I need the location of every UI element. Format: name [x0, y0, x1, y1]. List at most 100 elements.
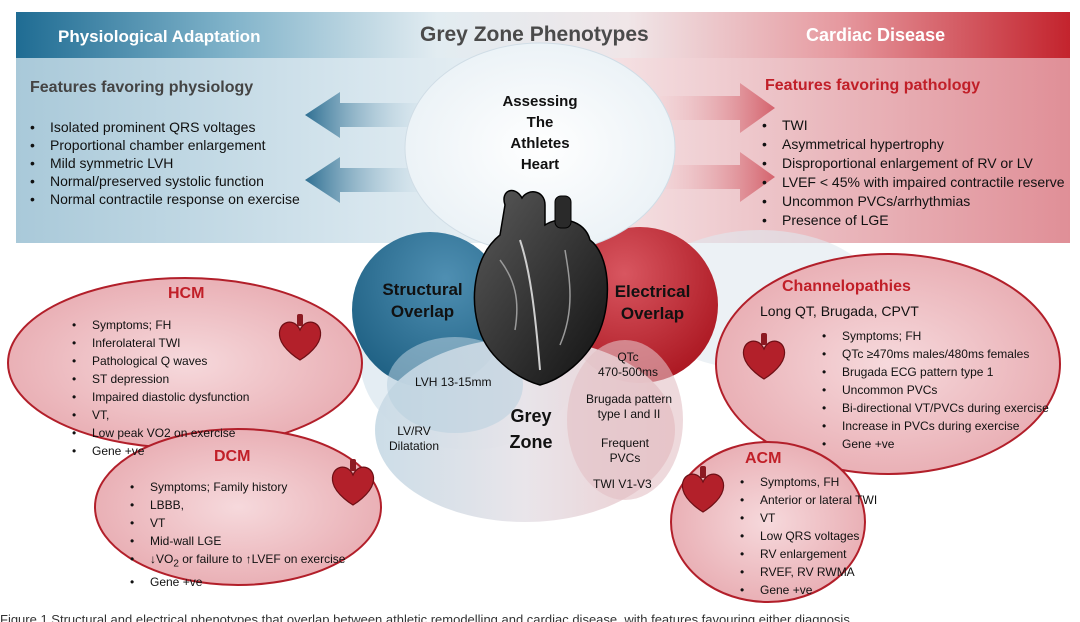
acm-heart-icon	[681, 466, 725, 513]
center-title: Assessing The Athletes Heart	[470, 91, 610, 175]
pathology-item: Disproportional enlargement of RV or LV	[762, 154, 1072, 173]
hcm-item: Low peak VO2 on exercise	[72, 424, 302, 442]
pathology-item: Presence of LGE	[762, 211, 1072, 230]
banner-right-label: Cardiac Disease	[806, 25, 946, 45]
vo2-subscript: 2	[173, 558, 179, 570]
qtc-label: QTc 470-500ms	[580, 350, 676, 380]
freq-line: Frequent	[600, 436, 650, 450]
acm-item: VT	[740, 509, 890, 527]
lvh-overlap	[387, 337, 523, 433]
pathology-heading: Features favoring pathology	[765, 77, 981, 94]
brugada-label: Brugada pattern type I and II	[573, 392, 685, 422]
brugada-line: Brugada pattern	[585, 392, 673, 406]
hcm-item: Symptoms; FH	[72, 316, 302, 334]
grey-zone-label: Grey Zone	[496, 403, 566, 455]
lvh-label: LVH 13-15mm	[415, 375, 492, 389]
acm-title: ACM	[745, 450, 782, 467]
dcm-item: VT	[130, 514, 380, 532]
channelopathies-heart-icon	[742, 333, 786, 380]
channelopathies-item: Increase in PVCs during exercise	[822, 417, 1062, 435]
qtc-line: 470-500ms	[597, 365, 659, 379]
physiology-item: Normal/preserved systolic function	[30, 172, 320, 190]
pathology-list: TWI Asymmetrical hypertrophy Disproporti…	[762, 116, 1072, 230]
down-arrow-icon: ↓	[150, 552, 156, 566]
acm-item: RVEF, RV RWMA	[740, 563, 890, 581]
qtc-line: QTc	[617, 350, 639, 364]
physiology-item: Isolated prominent QRS voltages	[30, 118, 320, 136]
acm-item: Symptoms, FH	[740, 473, 890, 491]
channelopathies-item: Uncommon PVCs	[822, 381, 1062, 399]
hcm-item: Gene +ve	[72, 442, 302, 460]
arrow-left-upper	[305, 92, 420, 138]
pathology-item: TWI	[762, 116, 1072, 135]
arrow-right-lower	[660, 152, 775, 202]
physiology-heading: Features favoring physiology	[30, 79, 254, 96]
vo2-text: VO	[156, 552, 174, 566]
structural-line: Structural	[382, 280, 463, 299]
structural-overlap-label: Structural Overlap	[370, 279, 475, 323]
hcm-item: VT,	[72, 406, 302, 424]
physiology-item: Mild symmetric LVH	[30, 154, 320, 172]
channelopathies-item: QTc ≥470ms males/480ms females	[822, 345, 1062, 363]
freq-line: PVCs	[609, 451, 641, 465]
brugada-line: type I and II	[597, 407, 661, 421]
channelopathies-item: Brugada ECG pattern type 1	[822, 363, 1062, 381]
arrow-left-lower	[305, 157, 420, 203]
anatomical-heart-icon	[473, 189, 609, 386]
twi-v1v3-label: TWI V1-V3	[593, 477, 652, 491]
dcm-item: LBBB,	[130, 496, 380, 514]
pathology-item: LVEF < 45% with impaired contractile res…	[762, 173, 1072, 192]
electrical-line: Electrical	[614, 282, 691, 301]
channelopathies-item: Symptoms; FH	[822, 327, 1062, 345]
frequent-pvcs-label: Frequent PVCs	[590, 436, 660, 466]
dcm-item: ↓VO2 or failure to ↑LVEF on exercise	[130, 550, 380, 573]
grey-line: Grey	[510, 406, 552, 426]
qtc-overlap	[567, 340, 683, 500]
acm-item: Gene +ve	[740, 581, 890, 599]
dcm-title: DCM	[214, 448, 251, 465]
acm-item: RV enlargement	[740, 545, 890, 563]
channelopathies-item: Gene +ve	[822, 435, 1062, 453]
banner-left-label: Physiological Adaptation	[58, 27, 261, 46]
pathology-item: Asymmetrical hypertrophy	[762, 135, 1072, 154]
lvrv-line: LV/RV	[397, 424, 431, 438]
hcm-item: Inferolateral TWI	[72, 334, 302, 352]
center-line: Heart	[520, 156, 560, 173]
channelopathies-subtitle: Long QT, Brugada, CPVT	[760, 303, 919, 319]
center-line: The	[526, 114, 554, 131]
channelopathies-list: Symptoms; FH QTc ≥470ms males/480ms fema…	[822, 327, 1062, 453]
dcm-list: Symptoms; Family history LBBB, VT Mid-wa…	[130, 478, 380, 591]
channelopathies-item: Bi-directional VT/PVCs during exercise	[822, 399, 1062, 417]
vo2-rest: or failure to	[178, 552, 246, 566]
acm-item: Anterior or lateral TWI	[740, 491, 890, 509]
electrical-line: Overlap	[620, 304, 685, 323]
dcm-item: Gene +ve	[130, 573, 380, 591]
physiology-item: Normal contractile response on exercise	[30, 190, 320, 208]
center-line: Athletes	[510, 135, 570, 152]
dcm-item: Mid-wall LGE	[130, 532, 380, 550]
acm-item: Low QRS voltages	[740, 527, 890, 545]
hcm-item: ST depression	[72, 370, 302, 388]
physiology-item: Proportional chamber enlargement	[30, 136, 320, 154]
lvrv-line: Dilatation	[388, 439, 440, 453]
channelopathies-title: Channelopathies	[782, 278, 911, 295]
pathology-item: Uncommon PVCs/arrhythmias	[762, 192, 1072, 211]
hcm-item: Pathological Q waves	[72, 352, 302, 370]
hcm-item: Impaired diastolic dysfunction	[72, 388, 302, 406]
structural-line: Overlap	[390, 302, 455, 321]
electrical-overlap-label: Electrical Overlap	[605, 281, 700, 325]
up-arrow-icon: ↑	[245, 552, 252, 566]
lvef-text: LVEF on exercise	[251, 552, 346, 566]
figure-caption: Figure 1 Structural and electrical pheno…	[0, 612, 854, 622]
banner-title: Grey Zone Phenotypes	[420, 23, 649, 46]
lvrv-label: LV/RV Dilatation	[384, 424, 444, 454]
acm-list: Symptoms, FH Anterior or lateral TWI VT …	[740, 473, 890, 599]
grey-line: Zone	[509, 432, 553, 452]
hcm-list: Symptoms; FH Inferolateral TWI Pathologi…	[72, 316, 302, 460]
physiology-list: Isolated prominent QRS voltages Proporti…	[30, 118, 320, 208]
hcm-title: HCM	[168, 285, 205, 302]
center-line: Assessing	[502, 93, 578, 110]
arrow-right-upper	[660, 83, 775, 133]
dcm-item: Symptoms; Family history	[130, 478, 380, 496]
